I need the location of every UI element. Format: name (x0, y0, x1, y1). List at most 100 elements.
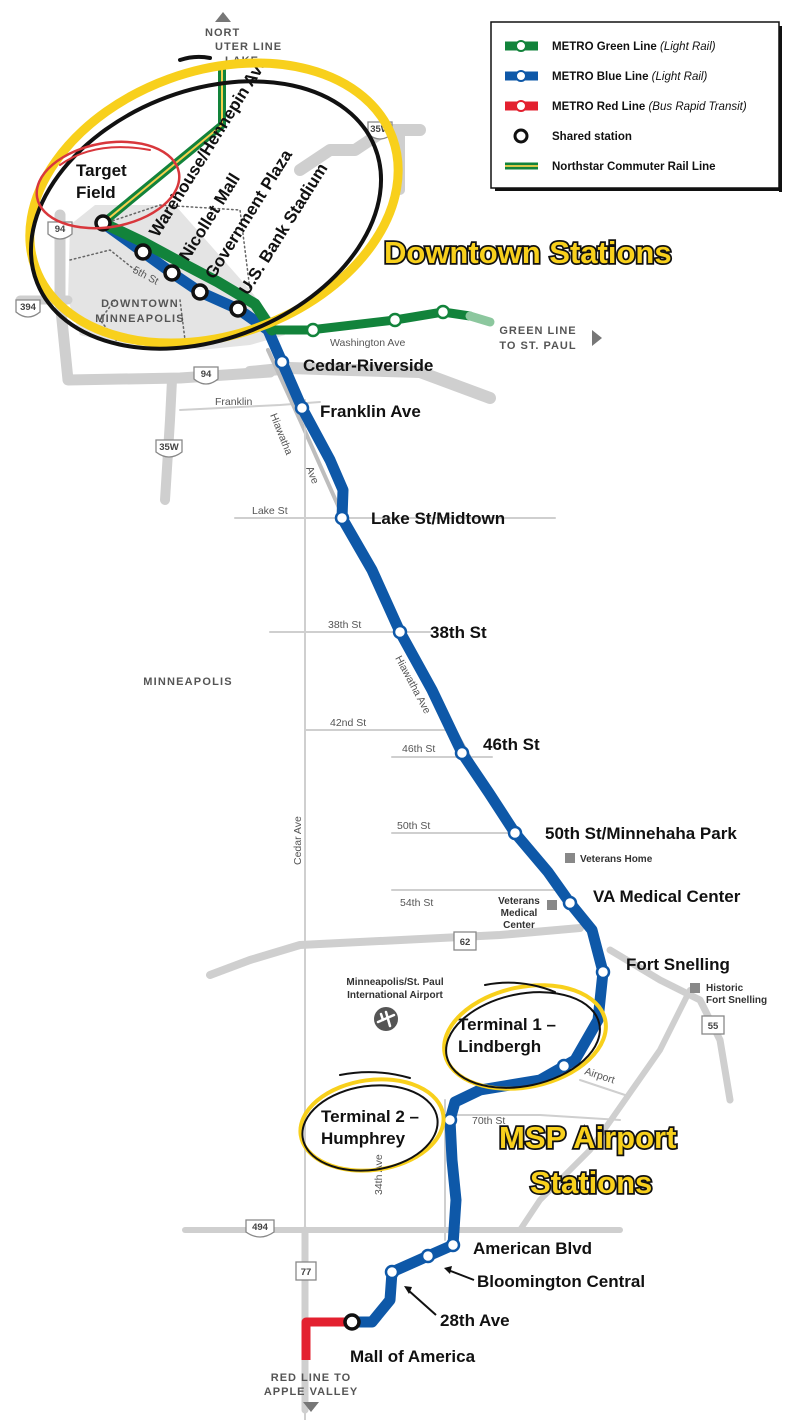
legend-station-swatch (515, 70, 527, 82)
station-government[interactable] (191, 283, 209, 301)
label-vamc-2: Medical (501, 908, 538, 919)
station-lake[interactable] (334, 510, 350, 526)
label-t2-1: Terminal 2 – (321, 1107, 419, 1126)
station-46th[interactable] (454, 745, 470, 761)
airplane-icon (374, 1007, 398, 1031)
legend-label: METRO Red Line (Bus Rapid Transit) (552, 101, 747, 113)
downtown-boundary (69, 204, 251, 346)
target-field-circle (35, 140, 181, 230)
highlight-circles (25, 54, 608, 1173)
svg-text:62: 62 (460, 937, 471, 948)
station-warehouse[interactable] (134, 243, 152, 261)
label-fort: Fort Snelling (626, 955, 730, 974)
station-usbank[interactable] (229, 300, 247, 318)
svg-text:35W: 35W (370, 124, 390, 135)
south-arrow-icon (303, 1402, 319, 1412)
direction-labels: NORT UTER LINE LAKE GREEN LINE TO ST. PA… (205, 12, 602, 1412)
shield-494: 494 (245, 1219, 275, 1238)
road-35w-south (160, 375, 177, 505)
legend-box-shadow (779, 26, 782, 192)
northstar-line-stripe (102, 69, 223, 224)
label-franklin: Franklin Ave (320, 402, 421, 421)
highway-shields: 35W 94 394 94 35W 62 55 494 77 (15, 121, 725, 1281)
shield-94-a: 94 (47, 221, 73, 240)
label-38th: 38th St (430, 623, 487, 642)
legend-station-swatch (515, 40, 527, 52)
label-washington: Washington Ave (330, 337, 405, 349)
pointer-28th-head (404, 1286, 412, 1294)
label-cedar: Cedar-Riverside (303, 356, 433, 375)
vamc-marker (547, 900, 557, 910)
label-46th: 46th St (483, 735, 540, 754)
pointer-bloomington (447, 1269, 475, 1281)
terminal2-highlight-black (301, 1084, 439, 1172)
downtown-stations-title: Downtown Stations (384, 235, 672, 270)
label-54th-st: 54th St (400, 897, 433, 909)
label-veterans-home: Veterans Home (580, 854, 653, 865)
msp-airport-title-1: MSP Airport (499, 1120, 676, 1155)
station-terminal1[interactable] (556, 1058, 572, 1074)
terminal2-tail (339, 1071, 411, 1079)
label-north-1: NORT (205, 27, 240, 39)
blue-line (97, 217, 609, 1328)
station-cedar[interactable] (274, 354, 290, 370)
label-moa: Mall of America (350, 1347, 476, 1366)
legend-note: (Light Rail) (657, 41, 716, 53)
label-green-2: TO ST. PAUL (499, 340, 576, 352)
road-airport-diag (517, 987, 693, 1233)
station-american[interactable] (445, 1237, 461, 1253)
label-t1-1: Terminal 1 – (458, 1015, 556, 1034)
northstar-black-tail (178, 54, 212, 62)
label-50th: 50th St/Minnehaha Park (545, 824, 737, 843)
label-38th-st: 38th St (328, 619, 361, 631)
label-50th-st: 50th St (397, 820, 430, 832)
label-historic-1: Historic (706, 983, 744, 994)
station-green-2[interactable] (387, 312, 403, 328)
station-franklin[interactable] (294, 400, 310, 416)
svg-text:94: 94 (201, 369, 212, 380)
green-line-fade (465, 311, 495, 327)
station-38th[interactable] (392, 624, 408, 640)
station-28th[interactable] (384, 1264, 400, 1280)
legend-station-swatch (515, 100, 527, 112)
transit-lines (97, 66, 609, 1360)
label-vamc-1: Veterans (498, 896, 540, 907)
station-50th[interactable] (507, 825, 523, 841)
shield-55: 55 (701, 1015, 725, 1035)
legend-shared-station-swatch (513, 128, 529, 144)
label-downtown-1: DOWNTOWN (101, 298, 179, 310)
legend-item: METRO Blue Line (Light Rail) (505, 70, 707, 83)
station-va[interactable] (562, 895, 578, 911)
terminal1-highlight-black (445, 991, 601, 1089)
label-vamc-3: Center (503, 920, 535, 931)
label-hiawatha-1a: Hiawatha (267, 412, 295, 457)
legend-item: METRO Red Line (Bus Rapid Transit) (505, 100, 747, 113)
station-bloomington[interactable] (420, 1248, 436, 1264)
label-28th: 28th Ave (440, 1311, 510, 1330)
label-minneapolis: MINNEAPOLIS (143, 676, 233, 688)
station-nicollet[interactable] (163, 264, 181, 282)
target-field-circle-tail (59, 146, 151, 166)
shield-394: 394 (15, 299, 41, 318)
label-historic-2: Fort Snelling (706, 995, 767, 1006)
road-airport-ring (606, 946, 734, 1104)
station-moa[interactable] (343, 1313, 361, 1331)
station-fort[interactable] (595, 964, 611, 980)
label-lake-st: Lake St (252, 505, 288, 517)
label-34th-ave: 34th Ave (373, 1154, 385, 1195)
station-terminal2[interactable] (442, 1112, 458, 1128)
north-arrow-icon (215, 12, 231, 22)
legend-label: Northstar Commuter Rail Line (552, 161, 716, 173)
pointer-bloomington-head (444, 1266, 452, 1274)
legend-label: METRO Green Line (Light Rail) (552, 41, 716, 53)
station-green-1[interactable] (305, 322, 321, 338)
green-line-downtown (97, 217, 278, 336)
label-70th-st: 70th St (472, 1115, 505, 1127)
legend-item: METRO Green Line (Light Rail) (505, 40, 716, 53)
svg-text:94: 94 (55, 224, 66, 235)
label-target-1: Target (76, 161, 127, 180)
shield-77: 77 (295, 1261, 317, 1281)
svg-text:55: 55 (708, 1021, 719, 1032)
station-green-3[interactable] (435, 304, 451, 320)
